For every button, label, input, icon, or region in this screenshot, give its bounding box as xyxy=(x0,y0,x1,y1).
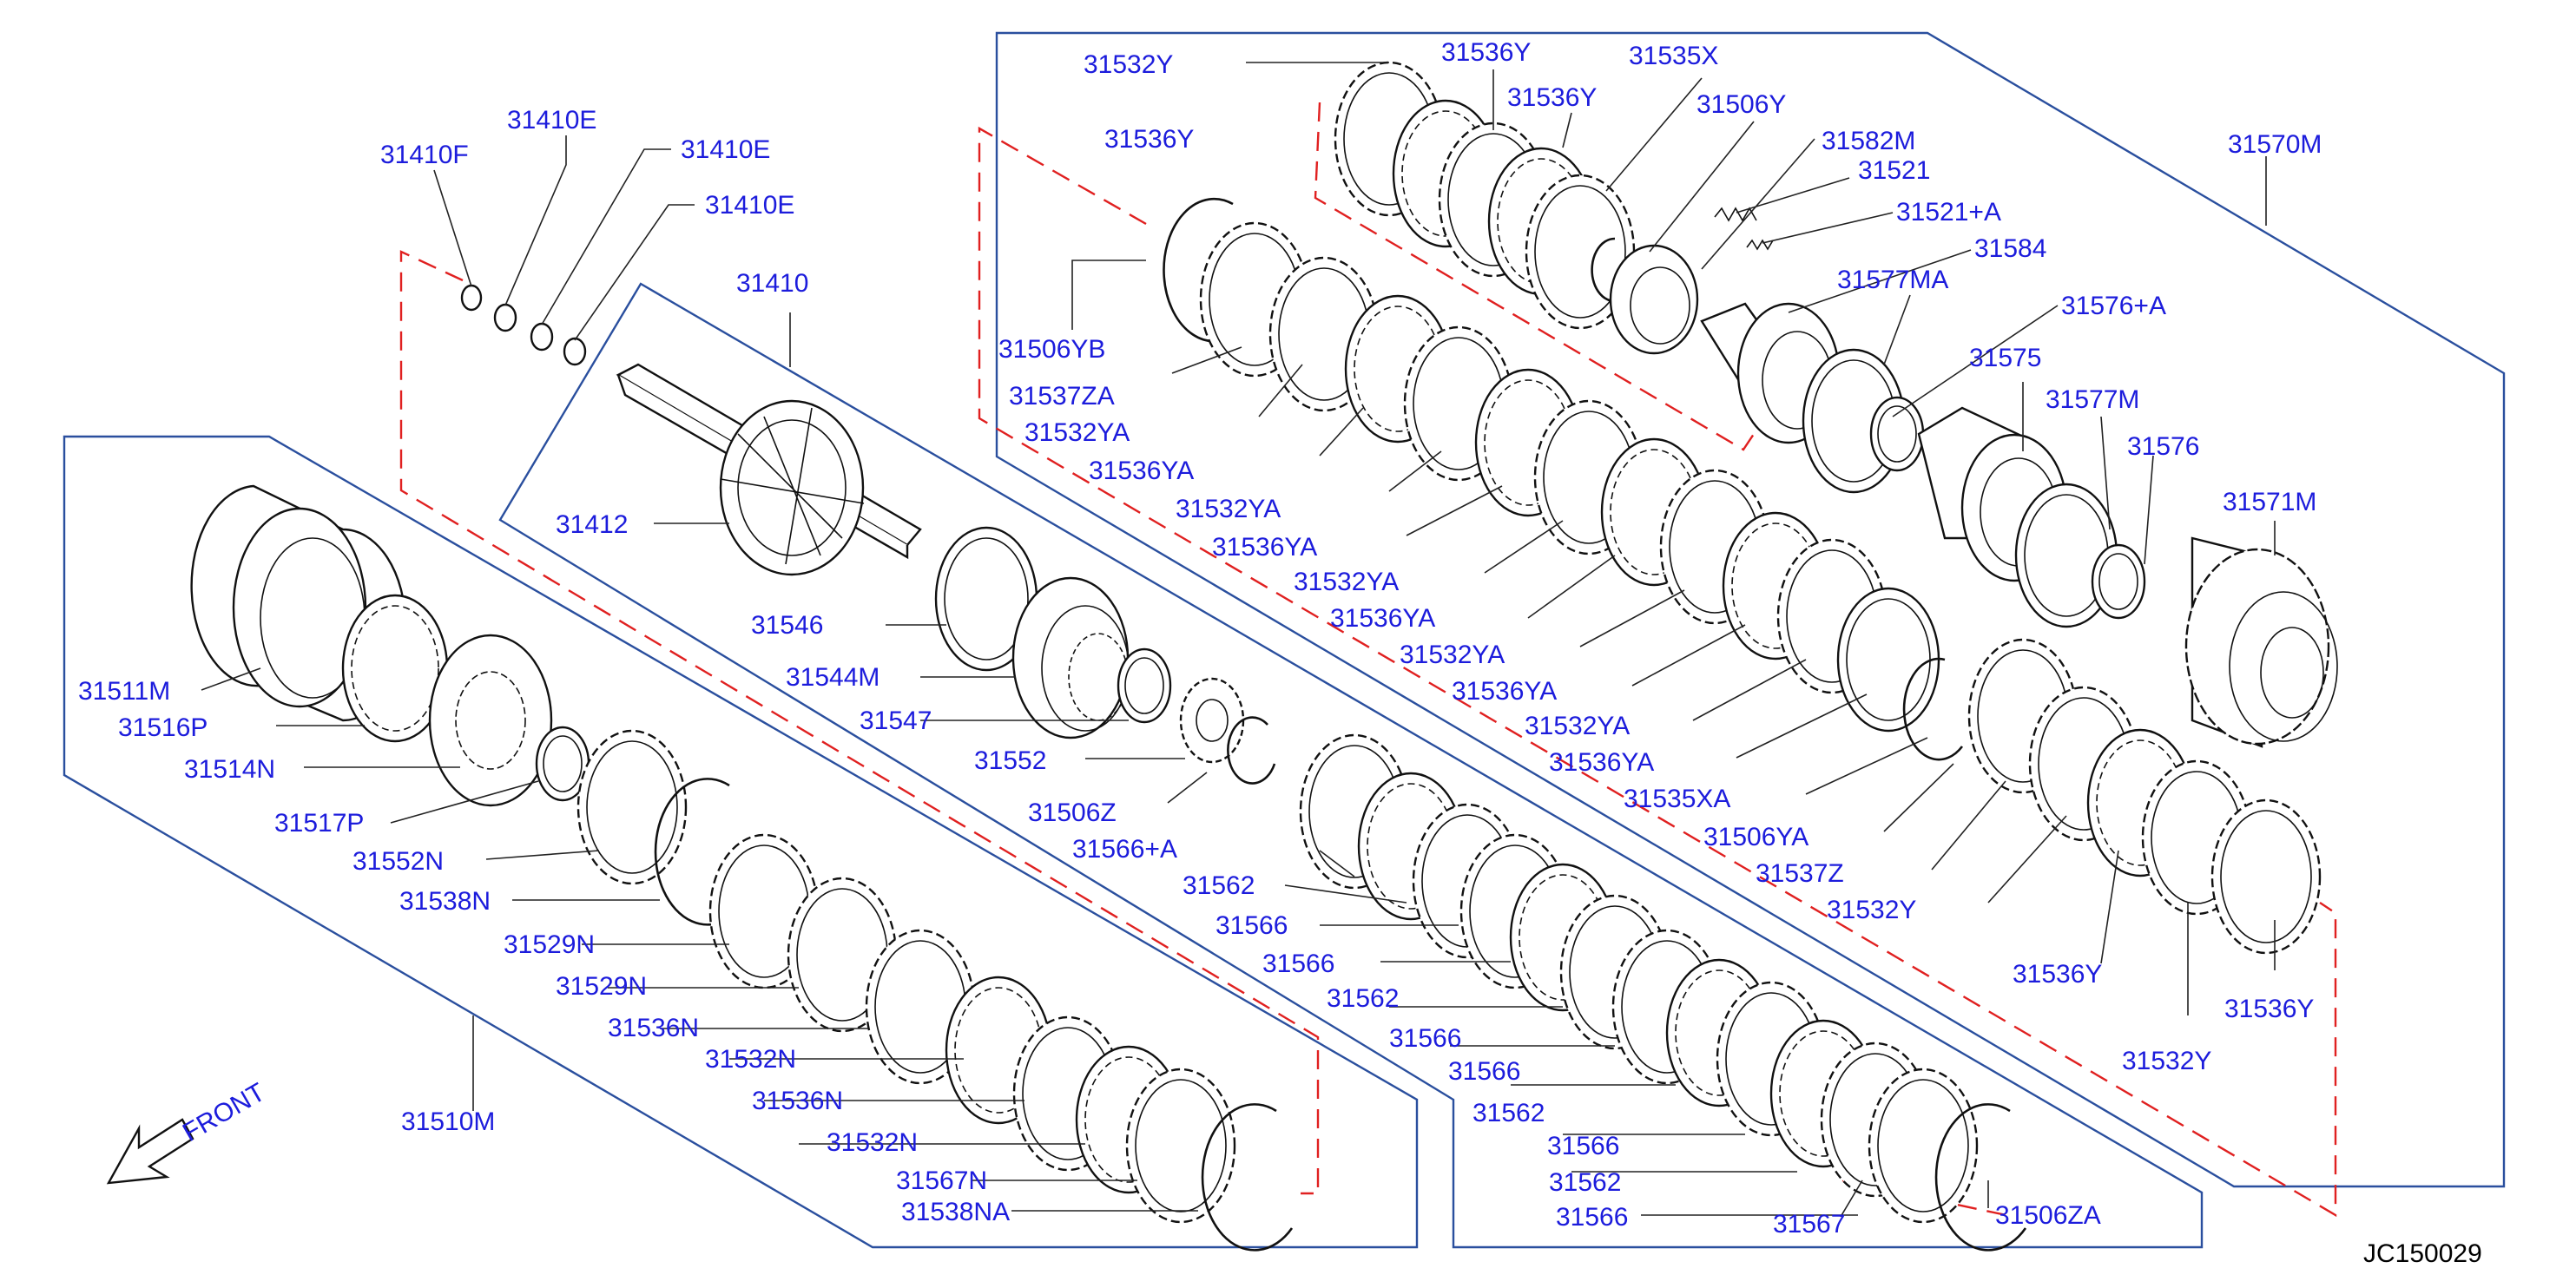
label-31410[interactable]: 31410 xyxy=(736,269,808,298)
label-31506ya[interactable]: 31506YA xyxy=(1703,823,1808,851)
label-31410e-a[interactable]: 31410E xyxy=(507,106,596,135)
label-31566-a[interactable]: 31566 xyxy=(1216,911,1288,940)
label-31567n[interactable]: 31567N xyxy=(896,1166,987,1195)
label-31536y-top-b[interactable]: 31536Y xyxy=(1507,83,1597,112)
label-31584[interactable]: 31584 xyxy=(1974,234,2046,263)
drum-31575 xyxy=(1917,406,2146,628)
label-31535xa[interactable]: 31535XA xyxy=(1624,785,1730,813)
label-31532ya-b[interactable]: 31532YA xyxy=(1176,495,1281,523)
label-31521a[interactable]: 31521+A xyxy=(1896,198,2001,227)
label-31538n[interactable]: 31538N xyxy=(399,887,491,916)
label-31410e-c[interactable]: 31410E xyxy=(705,191,794,220)
label-31562-a[interactable]: 31562 xyxy=(1183,871,1255,900)
label-31552n[interactable]: 31552N xyxy=(352,847,444,876)
clutch-pack-31510m xyxy=(341,594,1294,1252)
label-31510m[interactable]: 31510M xyxy=(401,1107,495,1136)
label-31506za[interactable]: 31506ZA xyxy=(1995,1201,2101,1230)
label-31536y-bot-a[interactable]: 31536Y xyxy=(2013,960,2102,989)
dashed-assembly-lines xyxy=(399,102,2337,1219)
input-shaft-31412 xyxy=(616,363,922,576)
label-31546[interactable]: 31546 xyxy=(751,611,823,640)
part-labels: 31410F 31410E 31410E 31410E 31410 31412 … xyxy=(78,38,2322,1239)
label-31532n-a[interactable]: 31532N xyxy=(705,1045,796,1074)
label-31532ya-e[interactable]: 31532YA xyxy=(1525,712,1630,740)
label-31544m[interactable]: 31544M xyxy=(786,663,880,692)
label-31517p[interactable]: 31517P xyxy=(274,809,364,838)
label-31537z[interactable]: 31537Z xyxy=(1756,859,1844,888)
clutch-parts-center xyxy=(934,526,1276,785)
clutch-pack-31570m-lower xyxy=(1163,197,2322,955)
label-31577m[interactable]: 31577M xyxy=(2046,385,2139,414)
label-31536y-top-a[interactable]: 31536Y xyxy=(1441,38,1531,67)
label-31575[interactable]: 31575 xyxy=(1969,344,2041,372)
label-31566-d[interactable]: 31566 xyxy=(1448,1057,1520,1086)
label-31529n-a[interactable]: 31529N xyxy=(504,930,595,959)
label-31576a[interactable]: 31576+A xyxy=(2061,292,2166,320)
label-31577ma[interactable]: 31577MA xyxy=(1837,266,1948,294)
label-31536y-top-c[interactable]: 31536Y xyxy=(1104,125,1194,154)
leader-lines xyxy=(201,62,2276,1218)
label-31562-c[interactable]: 31562 xyxy=(1472,1099,1545,1127)
label-31536ya-e[interactable]: 31536YA xyxy=(1549,748,1654,777)
label-31537za[interactable]: 31537ZA xyxy=(1009,382,1115,411)
label-31566-b[interactable]: 31566 xyxy=(1262,950,1334,978)
label-31536ya-c[interactable]: 31536YA xyxy=(1330,604,1435,633)
front-label: FRONT xyxy=(178,1078,270,1147)
piston-31584 xyxy=(1700,302,1925,494)
label-31582m[interactable]: 31582M xyxy=(1822,127,1915,155)
label-31536ya-d[interactable]: 31536YA xyxy=(1452,677,1557,706)
label-31516p[interactable]: 31516P xyxy=(118,713,208,742)
label-31567[interactable]: 31567 xyxy=(1773,1210,1845,1239)
label-31571m[interactable]: 31571M xyxy=(2223,488,2316,516)
label-31511m[interactable]: 31511M xyxy=(78,677,170,706)
label-31506z[interactable]: 31506Z xyxy=(1028,798,1117,827)
label-31410e-b[interactable]: 31410E xyxy=(681,135,770,164)
label-31532y-bot[interactable]: 31532Y xyxy=(2122,1047,2211,1075)
label-31552[interactable]: 31552 xyxy=(974,746,1046,775)
label-31410f[interactable]: 31410F xyxy=(380,141,469,169)
label-31532y-top[interactable]: 31532Y xyxy=(1084,50,1173,79)
drum-31571m xyxy=(2184,536,2338,748)
label-31536ya-b[interactable]: 31536YA xyxy=(1212,533,1317,562)
label-31412[interactable]: 31412 xyxy=(556,510,628,539)
figure-code: JC150029 xyxy=(2363,1239,2482,1268)
label-31532n-b[interactable]: 31532N xyxy=(827,1128,918,1157)
frame-31570m xyxy=(995,31,2506,1188)
label-31536n-b[interactable]: 31536N xyxy=(752,1087,843,1115)
label-31547[interactable]: 31547 xyxy=(860,706,932,735)
label-31566-c[interactable]: 31566 xyxy=(1389,1024,1461,1053)
label-31566a[interactable]: 31566+A xyxy=(1072,835,1177,864)
label-31566-e[interactable]: 31566 xyxy=(1547,1132,1619,1160)
label-31536n-a[interactable]: 31536N xyxy=(608,1014,699,1042)
label-31536ya-a[interactable]: 31536YA xyxy=(1089,457,1194,485)
label-31506yb[interactable]: 31506YB xyxy=(998,335,1105,364)
label-31532y-mid[interactable]: 31532Y xyxy=(1827,896,1916,924)
label-31529n-b[interactable]: 31529N xyxy=(556,972,647,1001)
label-31521[interactable]: 31521 xyxy=(1858,156,1930,185)
label-31514n[interactable]: 31514N xyxy=(184,755,275,784)
label-31532ya-d[interactable]: 31532YA xyxy=(1400,641,1505,669)
label-31506y[interactable]: 31506Y xyxy=(1696,90,1786,119)
label-31538na[interactable]: 31538NA xyxy=(901,1198,1010,1226)
label-31532ya-a[interactable]: 31532YA xyxy=(1024,418,1130,447)
label-31562-b[interactable]: 31562 xyxy=(1327,984,1399,1013)
o-rings-31410 xyxy=(460,284,587,366)
label-31570m[interactable]: 31570M xyxy=(2228,130,2322,159)
label-31536y-bot-b[interactable]: 31536Y xyxy=(2224,995,2314,1023)
label-31532ya-c[interactable]: 31532YA xyxy=(1294,568,1399,596)
label-31576[interactable]: 31576 xyxy=(2127,432,2199,461)
label-31562-d[interactable]: 31562 xyxy=(1549,1168,1621,1197)
front-arrow-icon xyxy=(106,1118,194,1185)
label-31535x[interactable]: 31535X xyxy=(1629,42,1718,70)
frame-31510m xyxy=(63,435,1419,1249)
label-31566-f[interactable]: 31566 xyxy=(1556,1203,1628,1232)
frame-31410 xyxy=(498,282,2204,1249)
